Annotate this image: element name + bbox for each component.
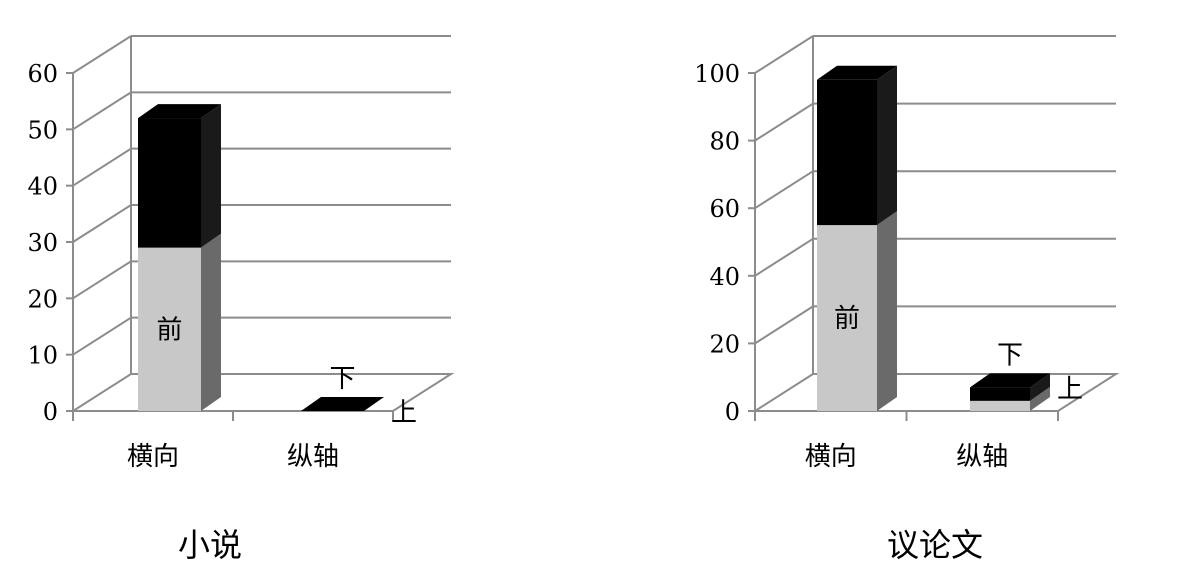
annotation-label: 下 — [997, 340, 1023, 370]
grid-side — [72, 316, 132, 356]
grid-side — [72, 35, 132, 74]
bar-side-0-0-0 — [201, 233, 221, 411]
grid-side — [754, 35, 814, 74]
y-tick-label: 20 — [709, 330, 740, 358]
bar-top-0-1 — [301, 397, 384, 411]
x-category-label: 纵轴 — [287, 442, 339, 472]
bar-0-0-0 — [138, 247, 201, 411]
segment-label: 前 — [156, 315, 182, 345]
bar-side-1-0-1 — [877, 65, 897, 226]
bar-1-1-1 — [970, 387, 1030, 401]
bar-side-1-1-0 — [1030, 386, 1050, 411]
bar-side-0-0-1 — [201, 104, 221, 248]
annotation-label: 上 — [391, 398, 417, 428]
chart-0: 0 10 20 30 40 50 60 前 后横向 纵轴 上 下小说 — [27, 35, 455, 564]
y-tick-label: 20 — [27, 285, 58, 313]
grid-side — [72, 204, 132, 243]
segment-label: 后 — [834, 138, 860, 168]
x-category-label: 横向 — [805, 442, 857, 472]
y-tick-label: 40 — [27, 173, 58, 201]
y-tick-label: 30 — [27, 229, 58, 257]
y-tick-label: 50 — [27, 116, 58, 144]
bar-top-1-0 — [817, 65, 897, 80]
bar-side-1-1-1 — [1030, 373, 1050, 401]
bar-top-1-1 — [970, 373, 1050, 388]
grid-side — [754, 102, 814, 142]
annotation-label: 上 — [1057, 374, 1083, 404]
x-category-label: 横向 — [127, 442, 179, 472]
y-tick-label: 80 — [709, 128, 740, 156]
bar-0-0-1 — [138, 118, 201, 248]
y-tick-label: 10 — [27, 342, 58, 370]
segment-label: 前 — [834, 304, 860, 334]
grid-side — [754, 305, 814, 345]
chart-title: 议论文 — [887, 526, 983, 564]
segment-label: 后 — [156, 169, 182, 199]
y-tick-label: 60 — [27, 60, 58, 88]
grid-side — [72, 147, 132, 187]
y-tick-label: 60 — [709, 195, 740, 223]
y-tick-label: 0 — [725, 398, 740, 426]
grid-side — [72, 260, 132, 300]
x-category-label: 纵轴 — [956, 442, 1008, 472]
y-tick-label: 40 — [709, 263, 740, 291]
bar-1-1-0 — [970, 400, 1030, 411]
y-tick-label: 100 — [694, 60, 740, 88]
bar-side-1-0-0 — [877, 211, 897, 411]
grid-side — [754, 237, 814, 277]
bar-top-0-0 — [138, 104, 221, 119]
annotation-label: 下 — [329, 364, 355, 394]
bar-1-0-1 — [817, 79, 877, 226]
grid-side — [72, 91, 132, 131]
bar-1-0-0 — [817, 225, 877, 411]
grid-side — [754, 170, 814, 210]
floor — [69, 373, 455, 412]
y-tick-label: 0 — [43, 398, 58, 426]
floor — [751, 373, 1120, 412]
chart-title: 小说 — [178, 526, 242, 564]
